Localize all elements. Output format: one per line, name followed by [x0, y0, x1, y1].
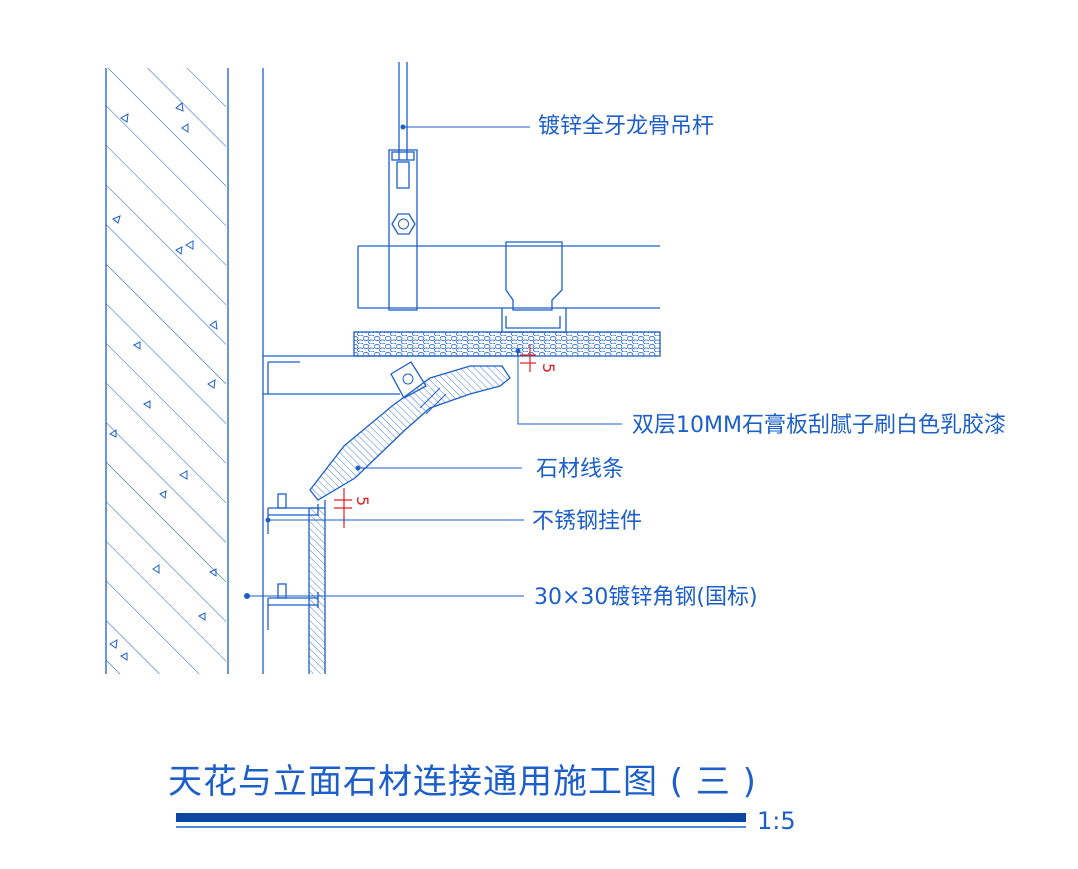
label-angle-steel: 30×30镀锌角钢(国标)	[534, 585, 758, 610]
dimension-gap-bottom: 5	[334, 488, 372, 528]
drawing-title: 天花与立面石材连接通用施工图 ( 三 )	[168, 762, 757, 802]
main-channel	[357, 245, 660, 309]
label-gypsum-board: 双层10MM石膏板刮腻子刷白色乳胶漆	[632, 413, 1006, 438]
dimension-label-bottom: 5	[353, 496, 372, 506]
label-ss-hanger: 不锈钢挂件	[532, 509, 642, 534]
ss-hanger-lower	[267, 583, 319, 630]
stone-panel	[308, 500, 326, 674]
title-underline-thick	[176, 813, 746, 822]
gypsum-board	[353, 331, 661, 357]
label-hanger-rod: 镀锌全牙龙骨吊杆	[538, 114, 714, 139]
leader-lines	[244, 126, 622, 599]
drawing-scale: 1:5	[757, 807, 796, 835]
dimension-label-top: 5	[539, 363, 558, 373]
hanger-rod	[388, 62, 418, 311]
secondary-runner	[501, 241, 567, 333]
concrete-wall	[105, 68, 229, 674]
dimension-gap-top: 5	[520, 345, 558, 373]
stone-molding	[309, 365, 511, 501]
label-stone-molding: 石材线条	[536, 457, 624, 482]
